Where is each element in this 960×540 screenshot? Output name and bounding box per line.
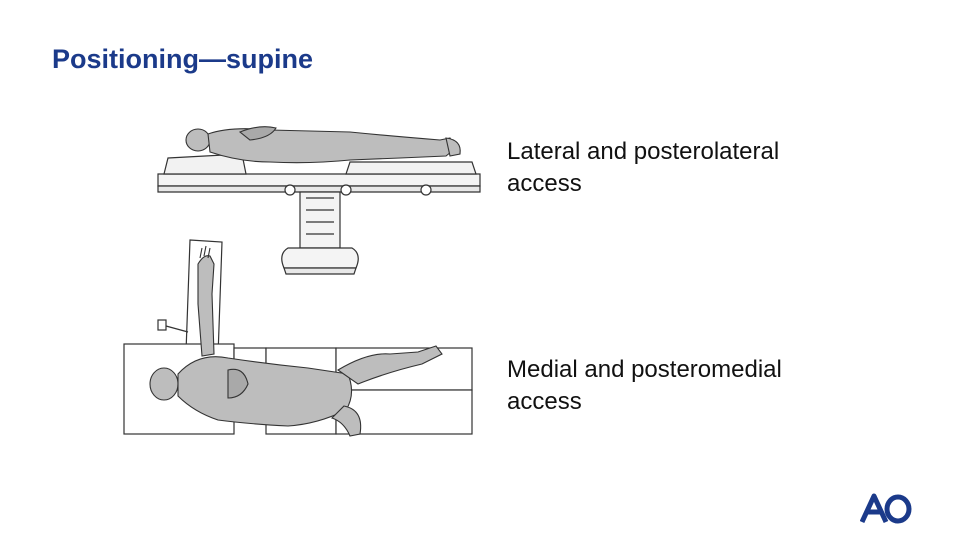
caption-lateral-line2: access [507, 170, 582, 197]
caption-medial-line1: Medial and posteromedial [507, 356, 782, 383]
supine-top-view-illustration [123, 239, 473, 437]
ao-logo-icon [860, 493, 912, 524]
caption-lateral-line1: Lateral and posterolateral [507, 138, 780, 165]
supine-side-view-illustration [157, 126, 481, 275]
slide-title: Positioning—supine [52, 44, 313, 74]
caption-lateral-access: Lateral and posterolateral access [507, 136, 867, 200]
caption-medial-access: Medial and posteromedial access [507, 354, 867, 418]
caption-medial-line2: access [507, 388, 582, 415]
